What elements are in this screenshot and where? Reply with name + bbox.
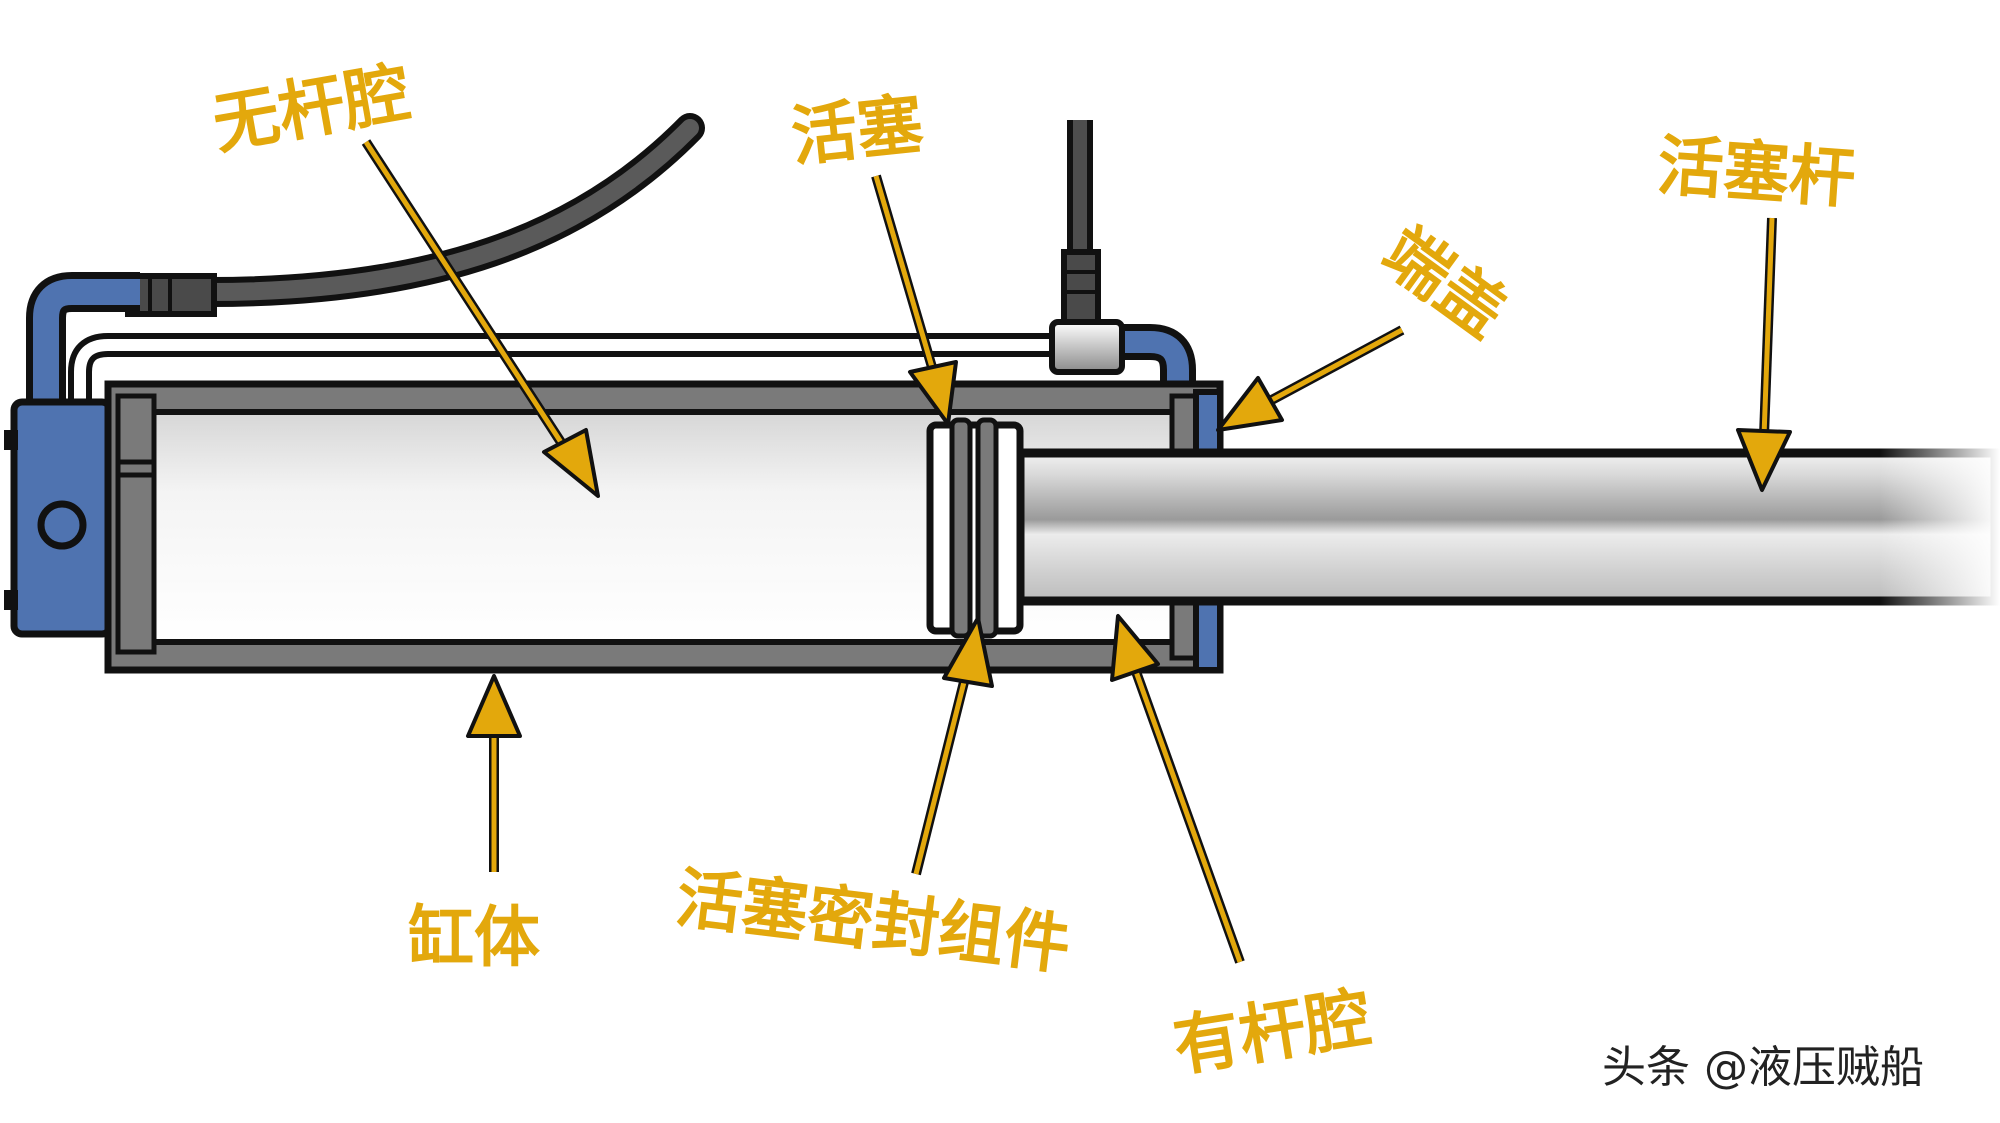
arrow-piston-seal-assembly <box>911 616 994 876</box>
label-rod-chamber: 有杆腔 <box>1168 979 1376 1086</box>
arrow-cylinder-body <box>466 674 522 872</box>
label-piston-seal-assembly: 活塞密封组件 <box>672 859 1074 984</box>
label-cylinder-body: 缸体 <box>408 899 540 976</box>
arrow-rodless-chamber <box>361 139 600 498</box>
label-piston-rod: 活塞杆 <box>1655 127 1858 218</box>
arrow-piston-rod <box>1736 217 1792 492</box>
arrow-rod-chamber <box>1110 614 1245 964</box>
piston-rod <box>1015 446 2000 608</box>
piston <box>926 417 1024 639</box>
arrow-piston <box>871 174 958 426</box>
blue-elbow-pipes <box>26 272 1196 410</box>
hydraulic-hoses <box>125 113 1101 325</box>
callout-arrows <box>361 139 1792 964</box>
arrow-end-cap <box>1216 325 1405 432</box>
label-piston: 活塞 <box>788 86 927 176</box>
label-rodless-chamber: 无杆腔 <box>207 54 415 164</box>
rear-end-cap <box>4 398 114 638</box>
watermark: 头条 @液压贼船 <box>1602 1042 1924 1093</box>
